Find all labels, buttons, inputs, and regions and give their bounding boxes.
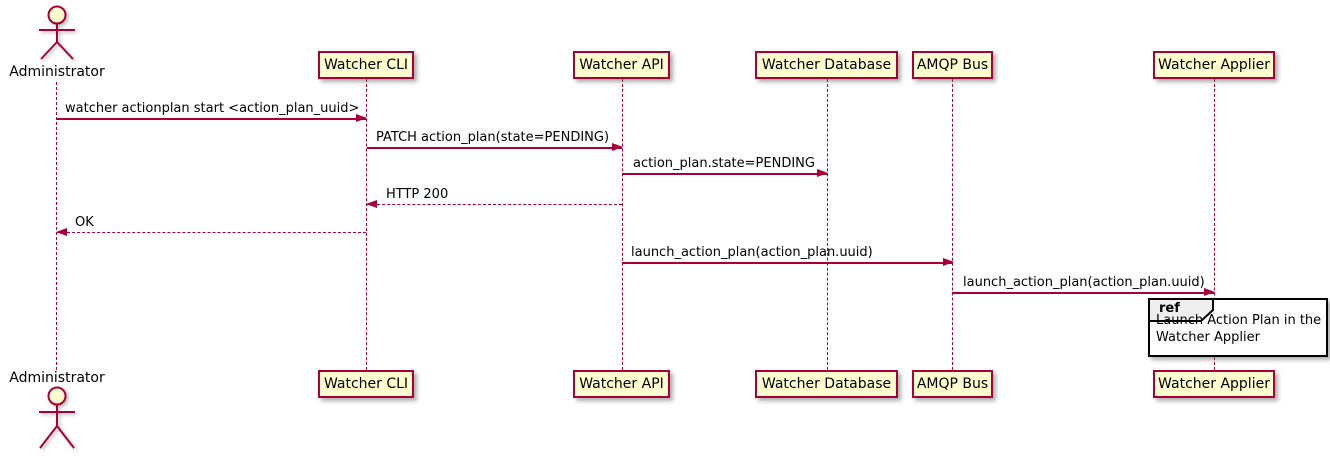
- participant-label: Watcher Database: [761, 57, 892, 73]
- participant-watcher-api-top: Watcher API: [573, 51, 670, 79]
- participant-label: Watcher Applier: [1158, 376, 1270, 392]
- participant-label: AMQP Bus: [916, 57, 989, 73]
- lifeline-watcher-api: [622, 79, 623, 370]
- message-line: [367, 147, 622, 149]
- participant-label: Watcher CLI: [323, 376, 409, 392]
- ref-keyword: ref: [1159, 301, 1180, 316]
- participant-watcher-database-top: Watcher Database: [755, 51, 898, 79]
- participant-watcher-applier-bottom: Watcher Applier: [1153, 370, 1275, 398]
- message-label: launch_action_plan(action_plan.uuid): [631, 245, 873, 260]
- participant-label: Watcher API: [579, 376, 664, 392]
- message-line: [367, 204, 622, 205]
- message-line: [622, 262, 953, 264]
- participant-amqp-bus-top: AMQP Bus: [912, 51, 993, 79]
- message-line: [57, 232, 366, 233]
- actor-label: Administrator: [9, 370, 105, 386]
- message-label: launch_action_plan(action_plan.uuid): [963, 275, 1205, 290]
- lifeline-amqp-bus: [952, 79, 953, 370]
- ref-fragment: ref Launch Action Plan in the Watcher Ap…: [1148, 298, 1328, 357]
- participant-watcher-applier-top: Watcher Applier: [1153, 51, 1275, 79]
- participant-label: Watcher API: [579, 57, 664, 73]
- ref-text-line: Watcher Applier: [1156, 329, 1260, 345]
- arrowhead-left-icon: [56, 228, 67, 236]
- participant-watcher-cli-bottom: Watcher CLI: [318, 370, 414, 398]
- arrowhead-left-icon: [366, 200, 377, 208]
- ref-tab-shape: [1148, 298, 1214, 322]
- participant-label: Watcher Applier: [1158, 57, 1270, 73]
- participant-label: Watcher Database: [761, 376, 892, 392]
- ref-text-line: Launch Action Plan in the: [1156, 313, 1322, 328]
- actor-icon: [39, 5, 75, 60]
- lifeline-administrator: [56, 82, 57, 370]
- message-label: action_plan.state=PENDING: [633, 156, 815, 171]
- arrowhead-right-icon: [943, 258, 954, 266]
- arrowhead-right-icon: [612, 143, 623, 151]
- message-line: [57, 118, 366, 120]
- arrowhead-right-icon: [1204, 288, 1215, 296]
- lifeline-watcher-cli: [366, 79, 367, 370]
- lifeline-watcher-database: [827, 79, 828, 370]
- participant-watcher-database-bottom: Watcher Database: [755, 370, 898, 398]
- participant-amqp-bus-bottom: AMQP Bus: [912, 370, 993, 398]
- message-label: OK: [75, 215, 94, 230]
- message-label: watcher actionplan start <action_plan_uu…: [65, 101, 360, 116]
- lifeline-watcher-applier: [1214, 79, 1215, 370]
- message-line: [622, 173, 827, 175]
- arrowhead-right-icon: [817, 169, 828, 177]
- message-label: PATCH action_plan(state=PENDING): [376, 130, 610, 145]
- message-label: HTTP 200: [386, 187, 449, 202]
- arrowhead-right-icon: [356, 114, 367, 122]
- actor-label: Administrator: [9, 64, 105, 80]
- participant-label: AMQP Bus: [916, 376, 989, 392]
- participant-label: Watcher CLI: [323, 57, 409, 73]
- participant-watcher-cli-top: Watcher CLI: [318, 51, 414, 79]
- ref-tab: ref: [1148, 298, 1216, 322]
- message-line: [952, 292, 1214, 294]
- participant-watcher-api-bottom: Watcher API: [573, 370, 670, 398]
- ref-text: Launch Action Plan in the Watcher Applie…: [1156, 313, 1321, 346]
- actor-icon: [39, 386, 75, 449]
